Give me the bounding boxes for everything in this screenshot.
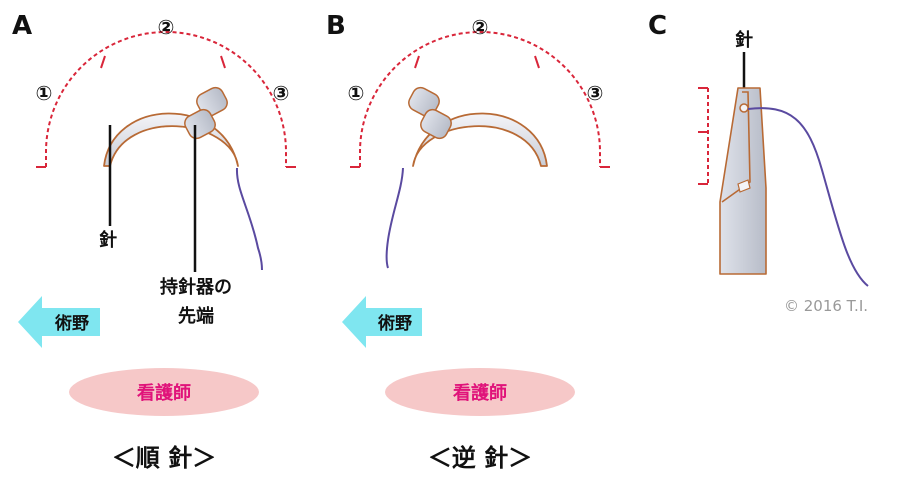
zone-label-2: ② <box>158 15 175 39</box>
zone-label-1: ① <box>36 81 53 105</box>
needle-label: 針 <box>735 29 753 51</box>
surgical-field-label: 術野 <box>54 313 89 334</box>
suture-thread <box>235 167 263 271</box>
needle-label: 針 <box>99 229 117 251</box>
zone-arc <box>359 31 601 167</box>
jaw-gap <box>721 91 751 203</box>
needle-cross-section <box>739 103 749 113</box>
needle-holder-tip <box>408 86 452 140</box>
surgical-field-arrow <box>342 296 422 348</box>
suture-thread <box>747 107 869 287</box>
zone-divider-2 <box>220 55 226 69</box>
zone-label-2: ② <box>472 15 489 39</box>
zone-divider-2 <box>534 55 540 69</box>
depth-bracket <box>698 87 709 185</box>
needle-holder-tip <box>184 86 228 140</box>
holder-label-line-2: 先端 <box>178 305 214 327</box>
zone-label-3: ③ <box>273 81 290 105</box>
zone-arc <box>45 31 287 167</box>
curved-needle <box>103 112 239 167</box>
needle-holder-jaws <box>719 87 767 275</box>
panel-a: A ① ② ③ 針 持針器の 先端 術野 看護師 ＜順 針＞ <box>12 11 296 472</box>
nurse-label: 看護師 <box>136 382 191 404</box>
zone-divider-1 <box>100 55 106 69</box>
jaw-hinge <box>737 179 751 193</box>
panel-c-letter: C <box>648 11 667 41</box>
surgical-field-label: 術野 <box>377 313 412 334</box>
panel-b: B ① ② ③ 術野 看護師 ＜逆 針＞ <box>326 11 610 472</box>
holder-label-line-1: 持針器の <box>160 276 232 298</box>
panel-c: C 針 © 2016 T.I. <box>648 11 869 315</box>
nurse-ellipse <box>69 368 259 416</box>
nurse-label: 看護師 <box>452 382 507 404</box>
zone-divider-1 <box>414 55 420 69</box>
zone-label-1: ① <box>348 81 365 105</box>
caption-reverse-needle: ＜逆 針＞ <box>428 444 532 472</box>
panel-b-letter: B <box>326 11 346 41</box>
copyright-notice: © 2016 T.I. <box>784 297 868 315</box>
nurse-ellipse <box>385 368 575 416</box>
surgical-field-arrow <box>18 296 100 348</box>
zone-label-3: ③ <box>587 81 604 105</box>
suture-thread <box>385 167 404 269</box>
caption-forward-needle: ＜順 針＞ <box>112 444 216 472</box>
panel-a-letter: A <box>12 11 32 41</box>
